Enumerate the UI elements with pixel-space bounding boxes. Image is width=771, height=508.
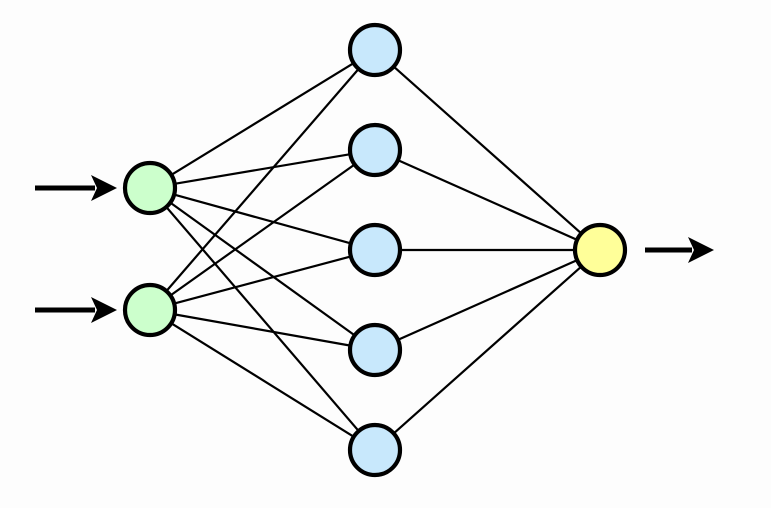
hidden-node-5[interactable]	[347, 422, 403, 478]
edge-i2-h4	[172, 313, 353, 347]
input-arrow-1-head	[91, 175, 117, 201]
nodes-group	[122, 22, 628, 478]
layer-output	[572, 222, 628, 278]
output-node-1[interactable]	[572, 222, 628, 278]
input-node-1[interactable]	[122, 160, 178, 216]
input-arrow-2	[35, 297, 117, 323]
edge-i1-h1	[169, 61, 356, 177]
input-arrow-2-head	[91, 297, 117, 323]
input-node-2[interactable]	[122, 282, 178, 338]
edge-h2-o1	[396, 158, 579, 242]
layer-hidden	[347, 22, 403, 478]
output-arrow-1-head	[688, 237, 714, 263]
edge-i1-h2	[172, 152, 353, 186]
edge-i1-h3	[172, 193, 353, 245]
edge-i2-h2	[168, 162, 357, 298]
edges-group	[164, 61, 584, 439]
hidden-node-1[interactable]	[347, 22, 403, 78]
hidden-node-2[interactable]	[347, 122, 403, 178]
edge-i2-h5	[169, 321, 356, 439]
edge-h5-o1	[391, 264, 584, 436]
edge-h1-o1	[391, 64, 584, 236]
input-arrow-1	[35, 175, 117, 201]
hidden-node-4[interactable]	[347, 322, 403, 378]
edge-h4-o1	[396, 258, 579, 342]
hidden-node-3[interactable]	[347, 222, 403, 278]
io-arrows-group	[35, 175, 714, 323]
edge-i1-h5	[164, 205, 361, 433]
edge-i1-h4	[168, 200, 357, 338]
edge-i2-h1	[164, 67, 361, 293]
layer-input	[122, 160, 178, 338]
edge-i2-h3	[172, 254, 353, 306]
output-arrow-1	[645, 237, 714, 263]
